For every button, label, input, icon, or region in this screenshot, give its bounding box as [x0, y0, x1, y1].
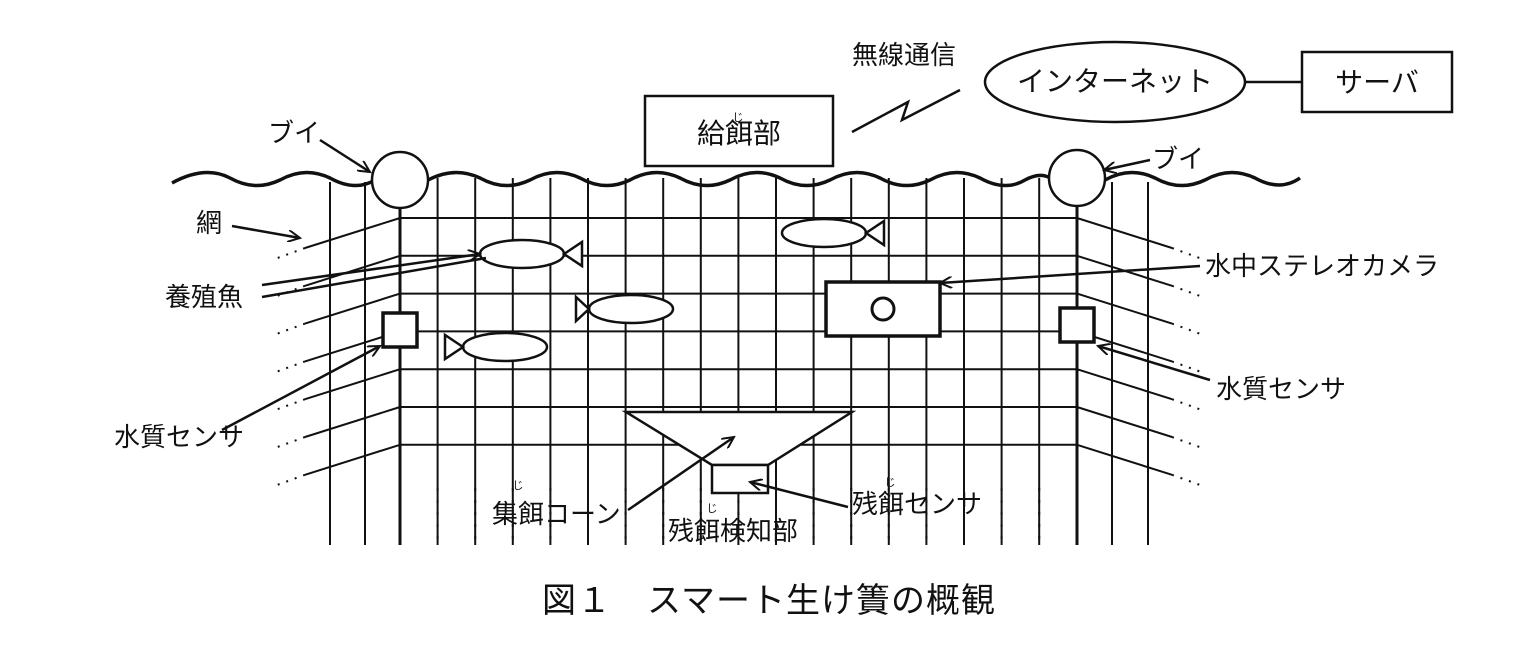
label-feeder: 給餌部: [697, 117, 781, 150]
buoy-right: [1047, 148, 1107, 208]
leftover-detector: [710, 463, 770, 495]
label-sensor-right: 水質センサ: [1216, 375, 1346, 405]
net-perspective-line: [304, 292, 401, 325]
stereo-camera: [824, 280, 942, 338]
net-perspective-dots: [1171, 247, 1206, 261]
net-perspective-line: [304, 443, 401, 476]
ruby-leftover: じ: [885, 476, 896, 489]
buoy-left: [370, 150, 430, 210]
fish-3: [574, 293, 675, 325]
net-perspective-dots: [271, 473, 306, 488]
fish-1: [478, 238, 584, 270]
label-internet: インターネット: [1017, 65, 1213, 98]
net-perspective-line: [1076, 443, 1173, 476]
net-perspective-dots: [271, 436, 306, 450]
arrow-sensor-left: [221, 344, 380, 432]
arrow-fish-b: [261, 256, 487, 299]
net-perspective-line: [304, 368, 401, 401]
collection-cone: [621, 410, 857, 467]
figure-caption: 図１ スマート生け簀の概観: [542, 581, 996, 621]
fish-4: [443, 331, 549, 363]
net-perspective-line: [304, 406, 401, 438]
net-perspective-dots: [1171, 360, 1206, 375]
label-buoy-left: ブイ: [268, 119, 320, 149]
water-surface: [171, 170, 1302, 188]
water-sensor-left: [381, 311, 419, 349]
arrow-leftover-sensor: [750, 482, 849, 509]
label-buoy-right: ブイ: [1152, 145, 1204, 175]
feeder-box: [643, 94, 835, 168]
net-perspective-dots: [1171, 322, 1206, 337]
fish-2: [780, 217, 886, 249]
arrow-sensor-right: [1098, 346, 1211, 382]
label-fish: 養殖魚: [165, 283, 243, 313]
net-perspective-line: [1076, 292, 1173, 325]
net-perspective-line: [304, 217, 401, 249]
net-perspective-dots: [1171, 398, 1206, 413]
ruby-feeder: じ: [733, 111, 744, 124]
arrow-net: [231, 224, 300, 238]
arrow-fish-a: [261, 254, 480, 287]
label-camera: 水中ステレオカメラ: [1205, 252, 1439, 282]
label-sensor-left: 水質センサ: [114, 423, 244, 453]
net-perspective-dots: [1171, 473, 1206, 488]
arrow-buoy-right: [1104, 158, 1151, 170]
net-perspective-line: [1076, 406, 1173, 438]
label-detector: 残餌検知部: [668, 517, 798, 547]
arrow-buoy-left: [319, 138, 370, 172]
arrow-cone: [627, 437, 734, 512]
ruby-cone: じ: [513, 479, 524, 492]
net-perspective-line: [1076, 368, 1173, 401]
net-perspective-dots: [271, 360, 306, 375]
net-perspective-dots: [271, 322, 306, 337]
arrow-camera: [940, 264, 1201, 283]
server-box: [1300, 50, 1454, 114]
net-perspective-line: [304, 254, 401, 287]
ruby-detector: じ: [707, 502, 718, 515]
net-perspective-dots: [271, 247, 306, 261]
label-wireless: 無線通信: [852, 41, 956, 71]
net-perspective-line: [1076, 217, 1173, 249]
water-sensor-right: [1058, 306, 1096, 344]
net-perspective-dots: [1171, 436, 1206, 450]
wireless-zigzag: [851, 88, 961, 134]
label-server: サーバ: [1335, 66, 1419, 99]
label-cone: 集餌コーン: [492, 500, 621, 530]
camera-lens: [870, 296, 896, 322]
label-leftover-sensor: 残餌センサ: [852, 490, 982, 520]
label-net: 網: [196, 209, 222, 239]
net-perspective-dots: [1171, 284, 1206, 299]
